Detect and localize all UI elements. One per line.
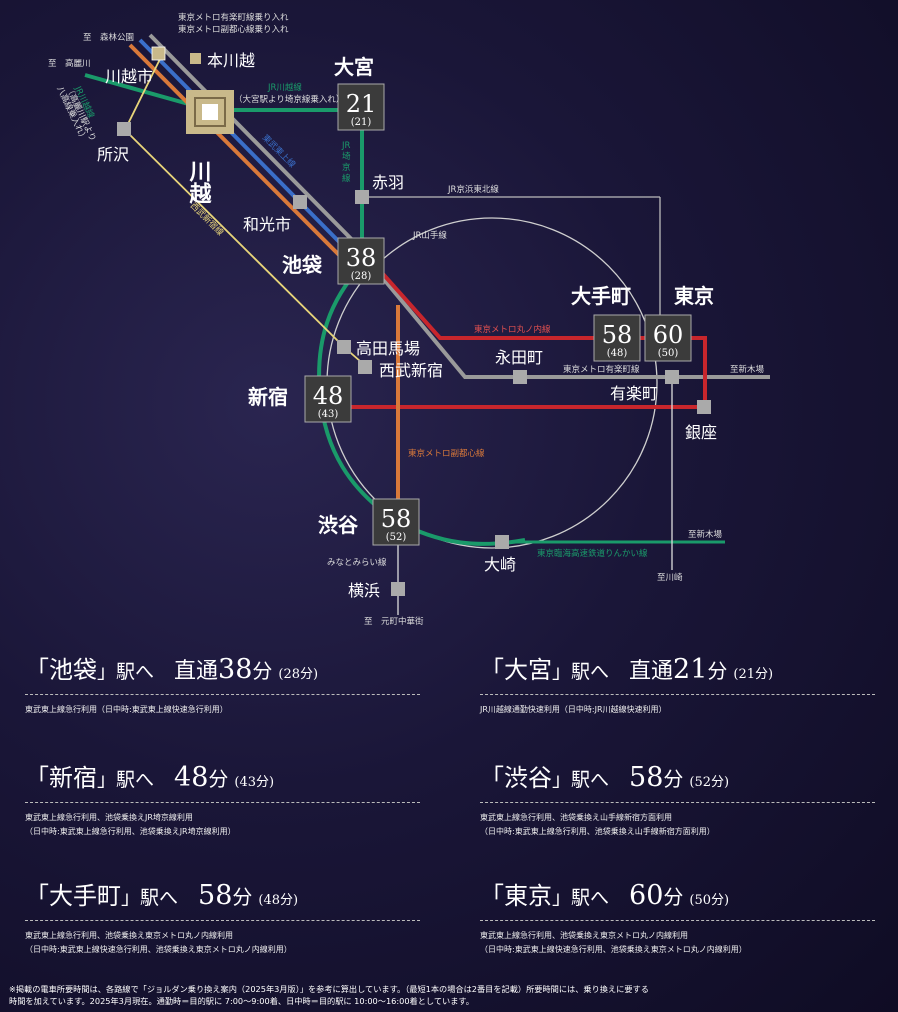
- svg-text:58: 58: [381, 505, 412, 533]
- svg-text:60: 60: [653, 321, 684, 349]
- label-saikyo-2: 埼: [342, 151, 351, 162]
- label-fukutoshin: 東京メトロ副都心線: [408, 448, 485, 459]
- divider: [480, 694, 875, 695]
- label-to-motomachi: 至 元町中華街: [364, 616, 424, 627]
- divider: [25, 920, 420, 921]
- svg-text:58: 58: [602, 321, 633, 349]
- svg-text:(50): (50): [658, 348, 679, 359]
- station-otemachi: 大手町: [571, 284, 631, 308]
- fukutoshin-through-line: [138, 38, 364, 267]
- label-yurakucho-through: 東京メトロ有楽町線乗り入れ: [178, 12, 289, 23]
- station-tokorozawa: 所沢: [97, 145, 129, 164]
- station-square: [117, 122, 131, 136]
- station-ginza: 銀座: [685, 423, 717, 442]
- info-omiya: 「大宮」駅へ直通21分(21分) JR川越線通勤快速利用（日中時:JR川越線快速…: [480, 650, 875, 717]
- station-yokohama: 横浜: [348, 581, 380, 600]
- saikyo-line-south: [317, 263, 526, 546]
- label-saikyo-4: 線: [342, 173, 351, 184]
- label-saikyo-3: 京: [342, 162, 351, 173]
- label-fukutoshin-through: 東京メトロ副都心線乗り入れ: [178, 24, 289, 35]
- station-yurakucho: 有楽町: [610, 384, 658, 403]
- svg-text:48: 48: [313, 382, 344, 410]
- label-keihin-tohoku: JR京浜東北線: [447, 184, 499, 195]
- station-honkawagoe: 本川越: [207, 51, 255, 70]
- marunouchi-line: [373, 263, 707, 407]
- station-wakoshi: 和光市: [243, 215, 291, 234]
- seibu-shinjuku-line: [124, 129, 346, 349]
- station-ikebukuro: 池袋: [282, 253, 323, 277]
- station-nagatacho: 永田町: [495, 348, 543, 367]
- tojo-line: [128, 43, 354, 270]
- station-square: [665, 370, 679, 384]
- station-square: [513, 370, 527, 384]
- station-kawagoeshi: 川越市: [105, 67, 153, 86]
- divider: [480, 802, 875, 803]
- label-seibu-shinjuku: 西武新宿線: [188, 200, 226, 238]
- label-jr-kawagoe-note: （大宮駅より埼京線乗入れ）: [234, 94, 344, 105]
- station-tokyo: 東京: [674, 284, 714, 308]
- svg-text:21: 21: [346, 90, 377, 118]
- svg-text:(52): (52): [386, 532, 407, 543]
- station-square: [358, 360, 372, 374]
- info-note: 東武東上線急行利用、池袋乗換え東京メトロ丸ノ内線利用（日中時:東武東上線快速急行…: [25, 931, 292, 954]
- time-box-tokyo: 60 (50): [644, 314, 692, 362]
- yurakucho-through-line: [148, 33, 374, 262]
- label-minatomirai: みなとみらい線: [327, 557, 387, 568]
- time-box-omiya: 21 (21): [337, 83, 385, 131]
- divider: [25, 802, 420, 803]
- time-box-ikebukuro: 38 (28): [337, 237, 385, 285]
- svg-text:(43): (43): [318, 409, 339, 420]
- time-box-shinjuku: 48 (43): [304, 375, 352, 423]
- info-note: 東武東上線急行利用、池袋乗換え山手線新宿方面利用（日中時:東武東上線急行利用、池…: [480, 813, 715, 836]
- svg-text:(48): (48): [607, 348, 628, 359]
- label-to-shinkiba-2: 至新木場: [688, 529, 723, 540]
- label-to-shinrinkoen: 至 森林公園: [83, 32, 134, 43]
- label-to-kawasaki: 至川崎: [657, 572, 683, 583]
- station-square: [355, 190, 369, 204]
- info-note: JR川越線通勤快速利用（日中時:JR川越線快速利用）: [480, 705, 667, 714]
- svg-text:38: 38: [346, 244, 377, 272]
- station-square: [391, 582, 405, 596]
- divider: [480, 920, 875, 921]
- info-note: 東武東上線急行利用、池袋乗換え東京メトロ丸ノ内線利用（日中時:東武東上線快速急行…: [480, 931, 747, 954]
- station-osaki: 大崎: [484, 555, 516, 574]
- label-marunouchi: 東京メトロ丸ノ内線: [474, 324, 551, 335]
- station-square: [337, 340, 351, 354]
- seibu-honkawagoe-line: [124, 54, 163, 131]
- divider: [25, 694, 420, 695]
- station-square: [151, 46, 166, 61]
- label-to-koma: 至 高麗川: [48, 58, 91, 69]
- station-square: [190, 53, 201, 64]
- label-yurakucho: 東京メトロ有楽町線: [563, 364, 640, 375]
- info-ikebukuro: 「池袋」駅へ直通38分(28分) 東武東上線急行利用（日中時:東武東上線快速急行…: [25, 650, 420, 717]
- station-square: [495, 535, 509, 549]
- station-shinjuku: 新宿: [248, 385, 288, 409]
- station-takadanobaba: 高田馬場: [356, 339, 420, 358]
- station-square: [697, 400, 711, 414]
- station-kawagoe: 川越: [186, 160, 213, 205]
- station-seibushinjuku: 西武新宿: [379, 361, 443, 380]
- info-note: 東武東上線急行利用（日中時:東武東上線快速急行利用）: [25, 705, 228, 714]
- footnote: ※掲載の電車所要時間は、各路線で「ジョルダン乗り換え案内（2025年3月版）」を…: [9, 984, 649, 1006]
- time-box-shibuya: 58 (52): [372, 498, 420, 546]
- station-square: [293, 195, 307, 209]
- svg-text:(21): (21): [351, 117, 372, 128]
- label-saikyo-1: JR: [341, 141, 351, 151]
- label-to-shinkiba-1: 至新木場: [730, 364, 765, 375]
- time-box-otemachi: 58 (48): [593, 314, 641, 362]
- station-akabane: 赤羽: [372, 173, 404, 192]
- station-shibuya: 渋谷: [318, 513, 359, 537]
- label-yamanote: JR山手線: [412, 230, 447, 241]
- label-jr-kawagoe: JR川越線: [267, 82, 302, 93]
- info-note: 東武東上線急行利用、池袋乗換えJR埼京線利用（日中時:東武東上線急行利用、池袋乗…: [25, 813, 236, 836]
- svg-text:(28): (28): [351, 271, 372, 282]
- route-map: 21 (21) 38 (28) 48 (43) 58 (52) 58 (48) …: [48, 12, 770, 627]
- label-rinkai: 東京臨海高速鉄道りんかい線: [537, 548, 648, 559]
- station-omiya: 大宮: [334, 55, 374, 79]
